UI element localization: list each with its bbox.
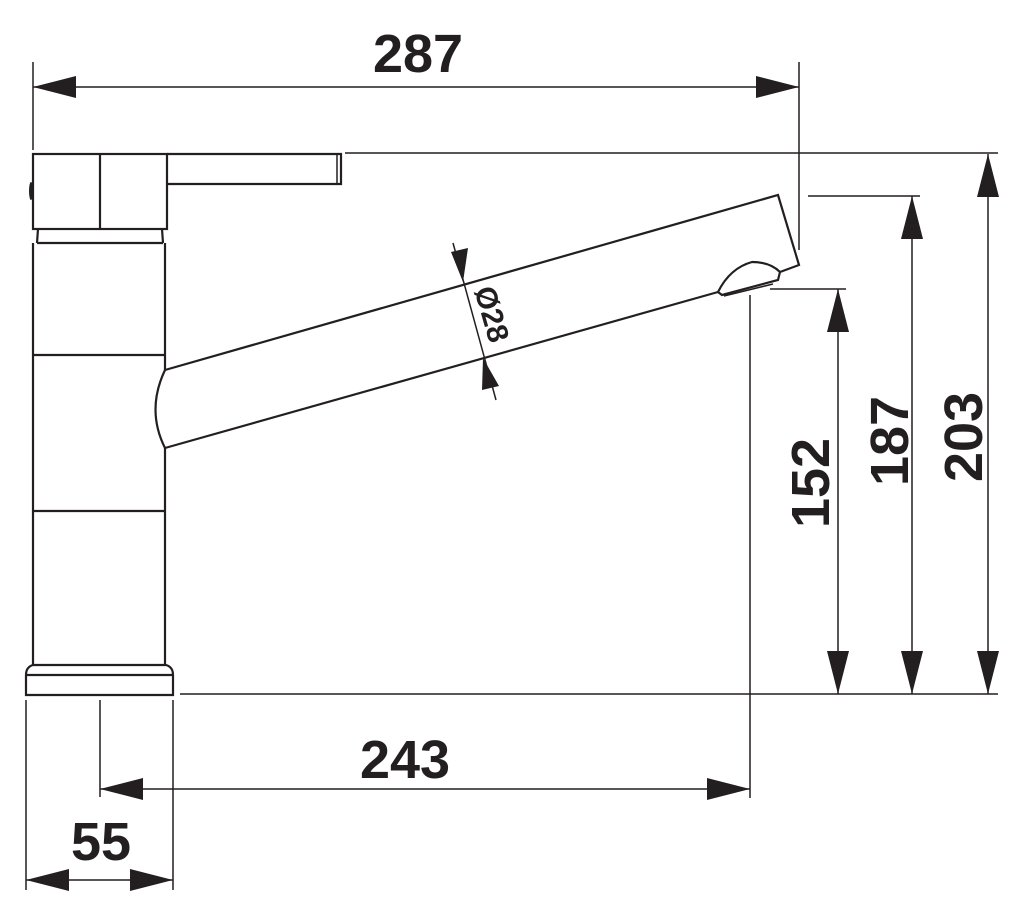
lever-handle — [29, 152, 343, 231]
extension-lines — [25, 62, 998, 890]
body — [31, 243, 167, 665]
dimension-55: 55 — [26, 812, 173, 891]
dimension-187: 187 — [860, 196, 923, 694]
faucet-outline — [24, 152, 801, 697]
collar — [35, 228, 165, 245]
base — [24, 663, 175, 697]
spout — [154, 193, 801, 450]
label-base-diameter: 55 — [71, 812, 131, 872]
label-spout-top-height: 187 — [860, 396, 920, 486]
dimension-spout-diameter: Ø28 — [451, 242, 515, 401]
label-spout-outlet-height: 152 — [781, 438, 841, 528]
label-spout-reach: 243 — [360, 730, 450, 790]
dimension-152: 152 — [781, 289, 849, 694]
label-total-width: 287 — [373, 24, 463, 84]
dimension-287: 287 — [33, 24, 799, 98]
aerator — [716, 260, 782, 297]
label-total-height: 203 — [934, 392, 994, 482]
dimension-243: 243 — [100, 730, 750, 800]
dimension-203: 203 — [934, 154, 999, 694]
label-spout-diameter: Ø28 — [467, 283, 514, 347]
